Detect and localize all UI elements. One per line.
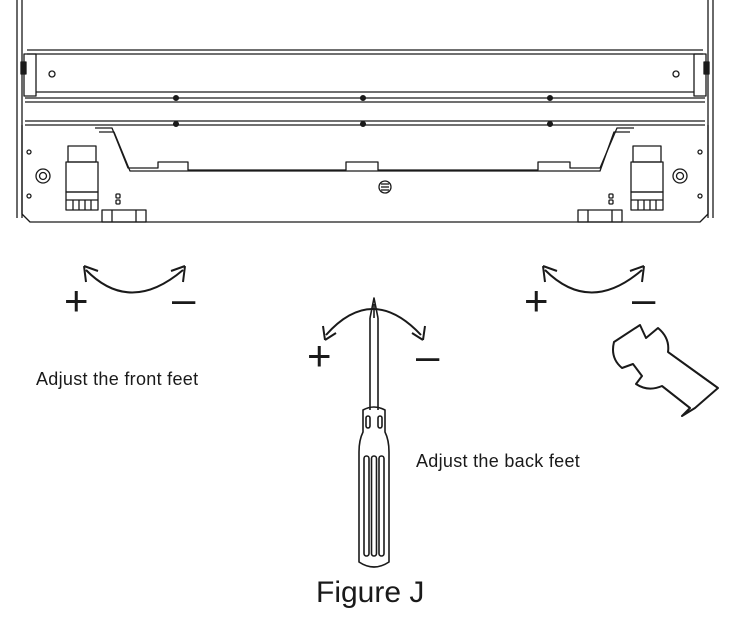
front-foot-right [630, 145, 664, 211]
front-feet-label: Adjust the front feet [36, 369, 199, 389]
appliance-bottom-view [16, 0, 714, 223]
rotation-arrow-right [542, 265, 645, 294]
figure-caption: Figure J [316, 576, 425, 609]
wrench-icon [612, 324, 719, 417]
front-foot-left [65, 145, 99, 211]
minus-sign-left: – [172, 275, 196, 322]
screwdriver-icon [358, 297, 390, 568]
back-feet-label: Adjust the back feet [416, 451, 581, 471]
rotation-arrow-center [322, 308, 426, 341]
plus-sign-center: + [307, 332, 332, 379]
plus-sign-left: + [64, 277, 89, 324]
plus-sign-right: + [524, 277, 549, 324]
minus-sign-right: – [632, 275, 656, 322]
minus-sign-center: – [416, 332, 440, 379]
rotation-arrow-left [83, 265, 186, 294]
